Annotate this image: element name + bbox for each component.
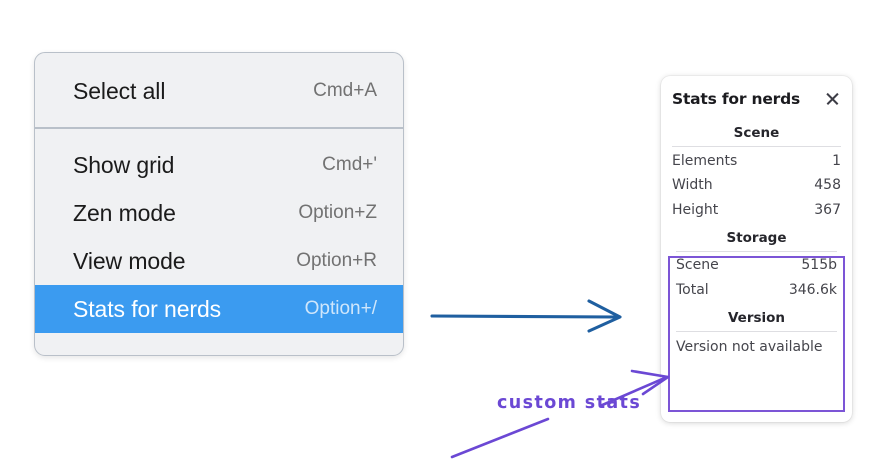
section-heading-version: Version xyxy=(727,309,786,326)
stats-for-nerds-panel[interactable]: Stats for nerds Scene Elements 1 Width 4… xyxy=(661,76,852,422)
purple-underline-stroke xyxy=(450,417,550,459)
context-menu[interactable]: Select all Cmd+A Show grid Cmd+' Zen mod… xyxy=(34,52,404,356)
stat-value: 367 xyxy=(814,201,841,218)
stat-value: 346.6k xyxy=(788,281,837,298)
menu-item-show-grid[interactable]: Show grid Cmd+' xyxy=(35,141,403,189)
stat-row-elements: Elements 1 xyxy=(672,149,841,174)
menu-group-gap-bottom xyxy=(35,129,403,141)
stats-panel-titlebar: Stats for nerds xyxy=(672,76,841,118)
menu-item-select-all[interactable]: Select all Cmd+A xyxy=(35,67,403,115)
menu-group-2: Show grid Cmd+' Zen mode Option+Z View m… xyxy=(35,141,403,333)
section-divider xyxy=(676,330,837,332)
stat-value: 1 xyxy=(832,152,841,169)
menu-group-1: Select all Cmd+A xyxy=(35,67,403,115)
menu-item-shortcut: Cmd+' xyxy=(322,154,377,175)
section-divider xyxy=(672,146,841,147)
stat-row-scene: Scene 515b xyxy=(676,254,837,279)
custom-stats-annotation-label: custom stats xyxy=(497,393,642,413)
section-divider xyxy=(676,250,837,252)
stat-row-width: Width 458 xyxy=(672,174,841,199)
menu-group-gap-top xyxy=(35,115,403,127)
menu-item-zen-mode[interactable]: Zen mode Option+Z xyxy=(35,189,403,237)
menu-top-padding xyxy=(35,53,403,67)
menu-item-shortcut: Option+R xyxy=(296,250,377,271)
stat-row-total: Total 346.6k xyxy=(676,278,837,303)
version-value: Version not available xyxy=(676,338,823,355)
stat-key: Width xyxy=(672,177,713,193)
menu-item-shortcut: Cmd+A xyxy=(313,80,377,101)
stats-panel-body: Stats for nerds Scene Elements 1 Width 4… xyxy=(661,76,852,359)
menu-item-label: Show grid xyxy=(73,151,175,178)
menu-item-label: View mode xyxy=(73,247,186,274)
menu-item-shortcut: Option+/ xyxy=(304,298,377,319)
stats-section-storage: Storage Scene 515b Total 346.6k xyxy=(676,223,837,303)
section-heading-storage: Storage xyxy=(726,229,787,246)
stats-section-scene: Scene Elements 1 Width 458 Height 367 xyxy=(672,118,841,223)
close-icon[interactable] xyxy=(824,90,841,107)
stat-key: Height xyxy=(672,201,719,218)
stats-section-version: Version Version not available xyxy=(676,303,837,359)
section-heading-scene: Scene xyxy=(733,125,780,141)
stats-panel-title: Stats for nerds xyxy=(672,89,801,108)
menu-item-view-mode[interactable]: View mode Option+R xyxy=(35,237,403,285)
blue-arrow xyxy=(430,299,622,333)
menu-separator xyxy=(35,127,403,129)
stat-value: 515b xyxy=(801,257,837,273)
menu-item-label: Zen mode xyxy=(73,199,176,226)
stat-key: Elements xyxy=(672,152,738,169)
stat-key: Total xyxy=(676,281,709,298)
menu-item-shortcut: Option+Z xyxy=(298,202,377,223)
menu-item-label: Select all xyxy=(73,77,166,104)
stat-key: Scene xyxy=(676,257,719,273)
menu-bottom-padding xyxy=(35,333,403,349)
menu-item-stats-for-nerds[interactable]: Stats for nerds Option+/ xyxy=(35,285,403,333)
custom-stats-group: Storage Scene 515b Total 346.6k Version … xyxy=(672,223,841,359)
stat-value: 458 xyxy=(814,177,841,193)
menu-item-label: Stats for nerds xyxy=(73,295,222,322)
stat-row-height: Height 367 xyxy=(672,198,841,223)
